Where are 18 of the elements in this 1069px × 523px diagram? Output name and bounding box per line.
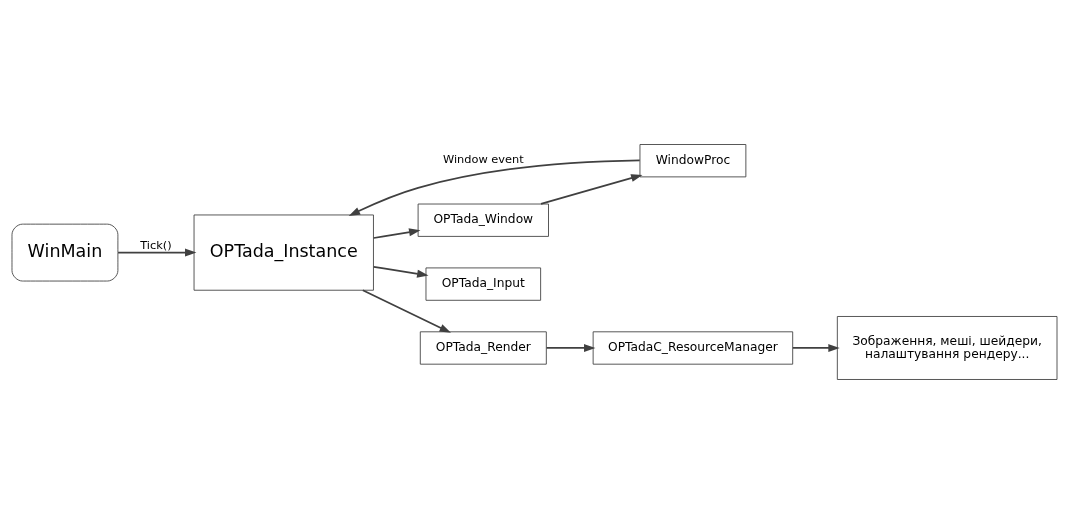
edge-label: Window event — [442, 151, 524, 166]
node-box: OPTada_Input — [425, 266, 542, 301]
node-box: OPTada_Window — [417, 203, 549, 237]
node-box: Зображення, меші, шейдери, налаштування рендеру... — [836, 315, 1058, 380]
node-box: OPTada_Render — [419, 330, 547, 365]
node-box: WinMain — [11, 223, 119, 281]
arrow — [348, 158, 641, 216]
arrow — [372, 227, 421, 239]
arrow — [792, 343, 840, 352]
arrow — [545, 343, 596, 352]
edge-label: Tick() — [140, 237, 172, 252]
node-box: OPTadaC_ResourceManager — [592, 330, 794, 365]
arrow — [117, 248, 197, 257]
arrow — [540, 173, 643, 205]
arrow — [361, 288, 451, 333]
node-box: OPTada_Instance — [193, 214, 374, 291]
node-box: WindowProc — [639, 143, 747, 177]
arrow — [372, 265, 429, 278]
